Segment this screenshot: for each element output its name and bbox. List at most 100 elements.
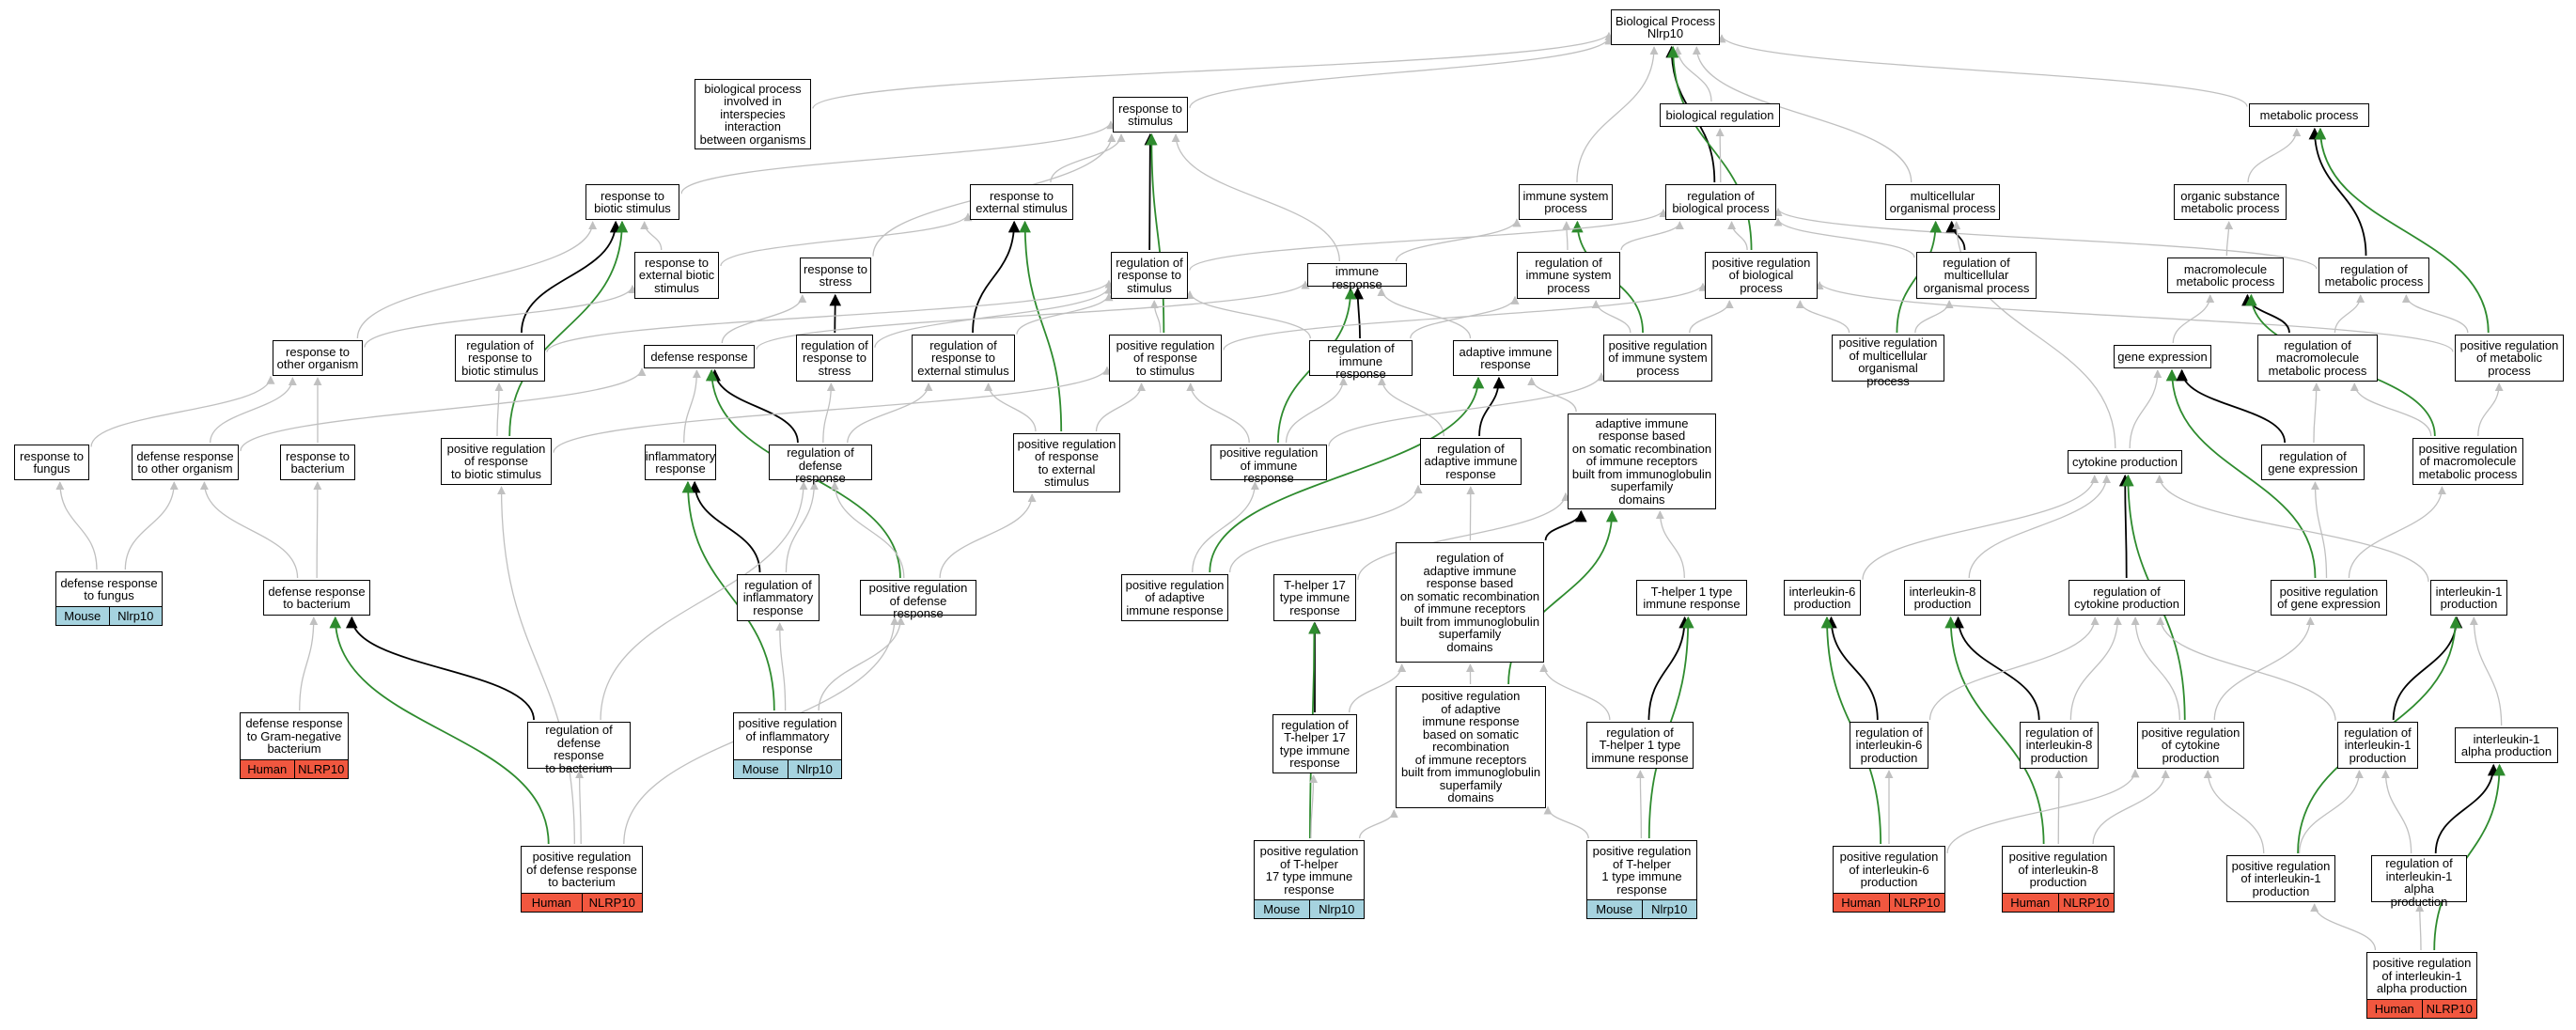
- species-label: Human: [241, 760, 294, 778]
- edge-pos_reg_imm_resp-to-pos_reg_resp_stim: [1186, 382, 1250, 444]
- go-term-resp-ext[interactable]: response to external stimulus: [970, 184, 1073, 220]
- edge-pos_reg_adaptive-to-pos_reg_imm_resp: [1192, 481, 1259, 573]
- go-term-pos-reg-macromol[interactable]: positive regulation of macromolecule met…: [2412, 438, 2523, 485]
- go-term-pos-reg-il1a[interactable]: positive regulation of interleukin-1 alp…: [2366, 952, 2477, 1019]
- go-term-reg-inflam[interactable]: regulation of inflammatory response: [737, 574, 820, 621]
- go-term-reg-adaptive[interactable]: regulation of adaptive immune response: [1420, 438, 1522, 485]
- go-term-reg-resp-stim[interactable]: regulation of response to stimulus: [1111, 252, 1188, 299]
- go-term-reg-il6[interactable]: regulation of interleukin-6 production: [1850, 722, 1928, 769]
- go-term-pos-reg-metab[interactable]: positive regulation of metabolic process: [2455, 335, 2564, 382]
- go-term-reg-il1a[interactable]: regulation of interleukin-1 alpha produc…: [2371, 855, 2467, 908]
- go-term-pos-reg-il1[interactable]: positive regulation of interleukin-1 pro…: [2226, 855, 2335, 902]
- go-term-reg-cyto[interactable]: regulation of cytokine production: [2069, 580, 2185, 616]
- go-term-adaptive[interactable]: adaptive immune response: [1453, 340, 1558, 376]
- go-term-pos-reg-il6[interactable]: positive regulation of interleukin-6 pro…: [1833, 846, 1945, 913]
- go-term-pos-reg-il8[interactable]: positive regulation of interleukin-8 pro…: [2002, 846, 2115, 913]
- edge-resp_ext_biotic-to-resp_biotic: [640, 221, 663, 251]
- go-term-reg-bio[interactable]: regulation of biological process: [1665, 184, 1776, 220]
- go-term-resp-bact[interactable]: response to bacterium: [280, 445, 355, 480]
- edge-pos_reg_inflam-to-reg_inflam: [775, 622, 787, 711]
- edge-pos_reg_gene_expr-to-reg_gene_expr: [2310, 481, 2328, 579]
- go-term-reg-multicell[interactable]: regulation of multicellular organismal p…: [1916, 252, 2037, 299]
- go-term-pos-reg-bio[interactable]: positive regulation of biological proces…: [1705, 252, 1818, 299]
- go-term-th1[interactable]: T-helper 1 type immune response: [1636, 580, 1747, 616]
- go-term-label: regulation of gene expression: [2268, 448, 2358, 476]
- go-term-def-other[interactable]: defense response to other organism: [132, 445, 239, 480]
- go-term-label: adaptive immune response: [1459, 344, 1553, 371]
- go-term-resp-ext-biotic[interactable]: response to external biotic stimulus: [634, 252, 719, 299]
- go-term-pos-reg-imm-sys[interactable]: positive regulation of immune system pro…: [1603, 335, 1712, 382]
- go-term-pos-reg-multicell[interactable]: positive regulation of multicellular org…: [1832, 335, 1944, 387]
- edge-reg_resp_stim-to-resp_stim: [1144, 133, 1157, 251]
- go-term-reg-imm-sys[interactable]: regulation of immune system process: [1517, 252, 1620, 299]
- go-term-imm-sys[interactable]: immune system process: [1519, 184, 1613, 220]
- edge-def_resp-to-imm_resp: [756, 280, 1310, 351]
- go-term-def-gram[interactable]: defense response to Gram-negative bacter…: [240, 712, 349, 779]
- go-term-reg-resp-ext[interactable]: regulation of response to external stimu…: [912, 335, 1015, 382]
- go-term-label: positive regulation of defense response …: [526, 850, 637, 890]
- edge-pos_reg_resp_ext-to-pos_reg_resp_stim: [1095, 382, 1147, 432]
- go-term-root[interactable]: Biological Process Nlrp10: [1611, 9, 1720, 45]
- go-term-resp-fungus[interactable]: response to fungus: [14, 445, 89, 480]
- go-term-reg-imm-resp[interactable]: regulation of immune response: [1309, 340, 1413, 380]
- go-term-cytokine[interactable]: cytokine production: [2068, 450, 2182, 474]
- go-term-imm-resp[interactable]: immune response: [1307, 263, 1407, 290]
- go-term-reg-adaptive-somatic[interactable]: regulation of adaptive immune response b…: [1396, 542, 1544, 663]
- edge-pos_reg_th17-to-pos_reg_adaptive_somatic: [1359, 809, 1398, 839]
- go-term-reg-resp-stress[interactable]: regulation of response to stress: [796, 335, 873, 382]
- go-term-interspecies[interactable]: biological process involved in interspec…: [695, 79, 811, 149]
- go-term-pos-reg-def-bact[interactable]: positive regulation of defense response …: [521, 846, 643, 913]
- go-term-reg-il8[interactable]: regulation of interleukin-8 production: [2020, 722, 2099, 769]
- go-term-pos-reg-adaptive-somatic[interactable]: positive regulation of adaptive immune r…: [1396, 686, 1546, 808]
- go-term-pos-reg-inflam[interactable]: positive regulation of inflammatory resp…: [733, 712, 842, 779]
- go-term-label: regulation of response to external stimu…: [917, 337, 1009, 378]
- go-term-th17[interactable]: T-helper 17 type immune response: [1273, 574, 1356, 621]
- go-term-reg-metab[interactable]: regulation of metabolic process: [2318, 258, 2429, 293]
- go-term-resp-other[interactable]: response to other organism: [273, 340, 363, 376]
- go-term-adaptive-somatic[interactable]: adaptive immune response based on somati…: [1568, 414, 1716, 509]
- go-term-il8[interactable]: interleukin-8 production: [1904, 580, 1981, 616]
- go-term-pos-reg-resp-ext[interactable]: positive regulation of response to exter…: [1013, 433, 1120, 492]
- go-term-resp-stress[interactable]: response to stress: [800, 258, 871, 293]
- go-term-il1a[interactable]: interleukin-1 alpha production: [2455, 727, 2558, 763]
- go-term-reg-th17[interactable]: regulation of T-helper 17 type immune re…: [1272, 714, 1357, 773]
- go-term-pos-reg-th17[interactable]: positive regulation of T-helper 17 type …: [1254, 840, 1365, 919]
- go-term-gene-expr[interactable]: gene expression: [2114, 345, 2211, 368]
- go-term-pos-reg-th1[interactable]: positive regulation of T-helper 1 type i…: [1586, 840, 1697, 919]
- go-term-label: regulation of T-helper 17 type immune re…: [1279, 717, 1350, 770]
- go-term-reg-th1[interactable]: regulation of T-helper 1 type immune res…: [1586, 722, 1694, 769]
- go-term-macromol[interactable]: macromolecule metabolic process: [2167, 258, 2284, 293]
- go-term-il6[interactable]: interleukin-6 production: [1784, 580, 1861, 616]
- go-term-resp-biotic[interactable]: response to biotic stimulus: [585, 184, 679, 220]
- edge-reg_resp_biotic-to-resp_biotic: [521, 220, 622, 334]
- gene-label: NLRP10: [581, 894, 642, 912]
- go-term-pos-reg-cyto[interactable]: positive regulation of cytokine producti…: [2137, 722, 2244, 769]
- edge-reg_imm_sys-to-imm_sys: [1562, 221, 1571, 251]
- go-term-bio-reg[interactable]: biological regulation: [1660, 103, 1780, 127]
- go-term-pos-reg-imm-resp[interactable]: positive regulation of immune response: [1210, 445, 1327, 484]
- edge-pos_reg_metab-to-pos_reg_bio: [1815, 280, 2454, 352]
- go-term-label: positive regulation of interleukin-1 pro…: [2231, 858, 2331, 898]
- go-term-pos-reg-def[interactable]: positive regulation of defense response: [860, 580, 976, 619]
- go-term-reg-gene-expr[interactable]: regulation of gene expression: [2261, 445, 2365, 480]
- go-term-def-bact[interactable]: defense response to bacterium: [263, 580, 370, 616]
- go-term-reg-il1[interactable]: regulation of interleukin-1 production: [2337, 722, 2418, 769]
- go-term-reg-def[interactable]: regulation of defense response: [769, 445, 872, 484]
- go-term-reg-macromol[interactable]: regulation of macromolecule metabolic pr…: [2257, 335, 2378, 382]
- go-term-pos-reg-resp-biotic[interactable]: positive regulation of response to bioti…: [441, 438, 552, 485]
- go-term-multicell[interactable]: multicellular organismal process: [1885, 184, 2000, 220]
- go-term-inflam[interactable]: inflammatory response: [645, 445, 716, 480]
- go-term-il1[interactable]: interleukin-1 production: [2430, 580, 2507, 616]
- go-term-reg-resp-biotic[interactable]: regulation of response to biotic stimulu…: [455, 335, 545, 382]
- go-term-metabolic[interactable]: metabolic process: [2249, 103, 2369, 127]
- go-term-org-sub[interactable]: organic substance metabolic process: [2174, 184, 2287, 220]
- go-term-pos-reg-gene-expr[interactable]: positive regulation of gene expression: [2271, 580, 2387, 616]
- go-term-pos-reg-adaptive[interactable]: positive regulation of adaptive immune r…: [1121, 574, 1228, 621]
- go-term-def-resp[interactable]: defense response: [644, 345, 755, 368]
- go-term-resp-stim[interactable]: response to stimulus: [1113, 97, 1188, 133]
- go-term-reg-def-bact[interactable]: regulation of defense response to bacter…: [527, 722, 631, 774]
- go-term-label: interleukin-1 alpha production: [2460, 731, 2553, 758]
- go-term-pos-reg-resp-stim[interactable]: positive regulation of response to stimu…: [1109, 335, 1222, 382]
- edge-adaptive-to-imm_resp: [1377, 288, 1472, 339]
